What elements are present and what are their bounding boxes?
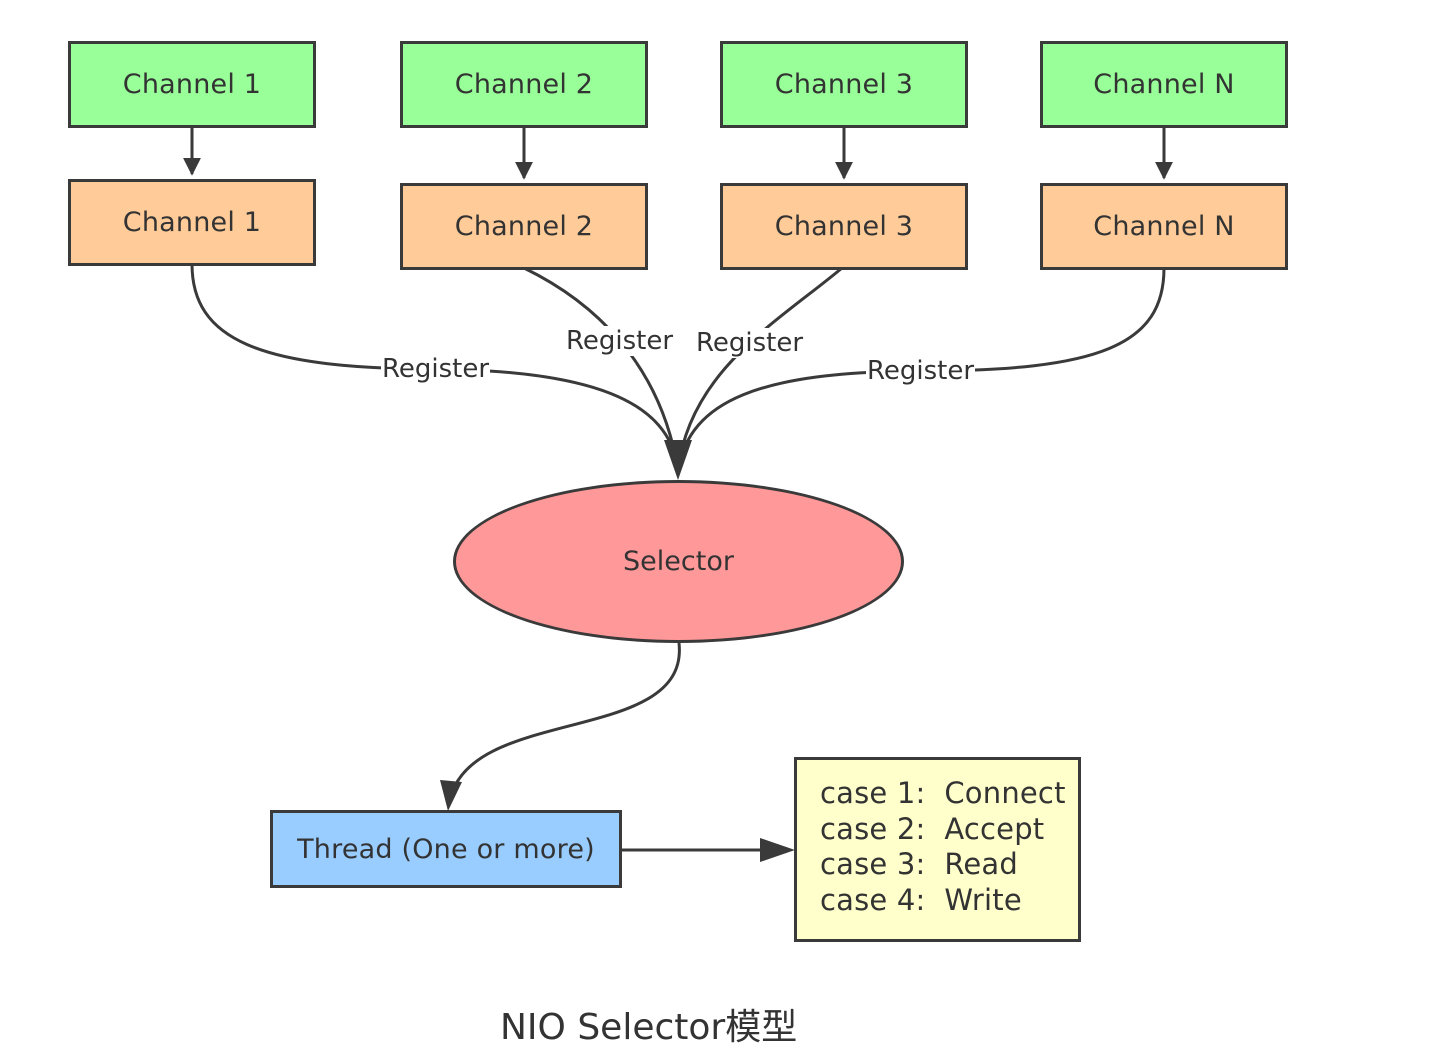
selector-arrowhead <box>664 440 692 480</box>
registered-channel-box-1: Channel 1 <box>68 179 316 266</box>
case-line-4: case 4: Write <box>820 882 1022 917</box>
channel-box-n: Channel N <box>1040 41 1288 128</box>
registered-channel-box-3: Channel 3 <box>720 183 968 270</box>
registered-channel-box-n: Channel N <box>1040 183 1288 270</box>
channel-box-2: Channel 2 <box>400 41 648 128</box>
case-line-1: case 1: Connect <box>820 776 1066 810</box>
selector-node: Selector <box>453 480 904 643</box>
register-label-n: Register <box>866 356 976 386</box>
case-line-3: case 3: Read <box>820 847 1019 881</box>
channel-box-1: Channel 1 <box>68 41 316 128</box>
thread-box: Thread (One or more) <box>270 810 622 888</box>
diagram-caption: NIO Selector模型 <box>500 1007 798 1048</box>
register-label-1: Register <box>381 354 491 384</box>
thread-arrowhead <box>440 780 462 811</box>
register-label-3: Register <box>695 328 805 358</box>
register-curve-3 <box>676 266 843 471</box>
cases-box: case 1: Connect case 2: Accept case 3: R… <box>794 757 1081 942</box>
cases-arrowhead <box>760 838 795 862</box>
case-line-2: case 2: Accept <box>820 811 1045 846</box>
registered-channel-box-2: Channel 2 <box>400 183 648 270</box>
register-curve-2 <box>523 266 680 471</box>
channel-box-3: Channel 3 <box>720 41 968 128</box>
selector-to-thread-curve <box>448 642 681 801</box>
register-label-2: Register <box>565 326 675 356</box>
